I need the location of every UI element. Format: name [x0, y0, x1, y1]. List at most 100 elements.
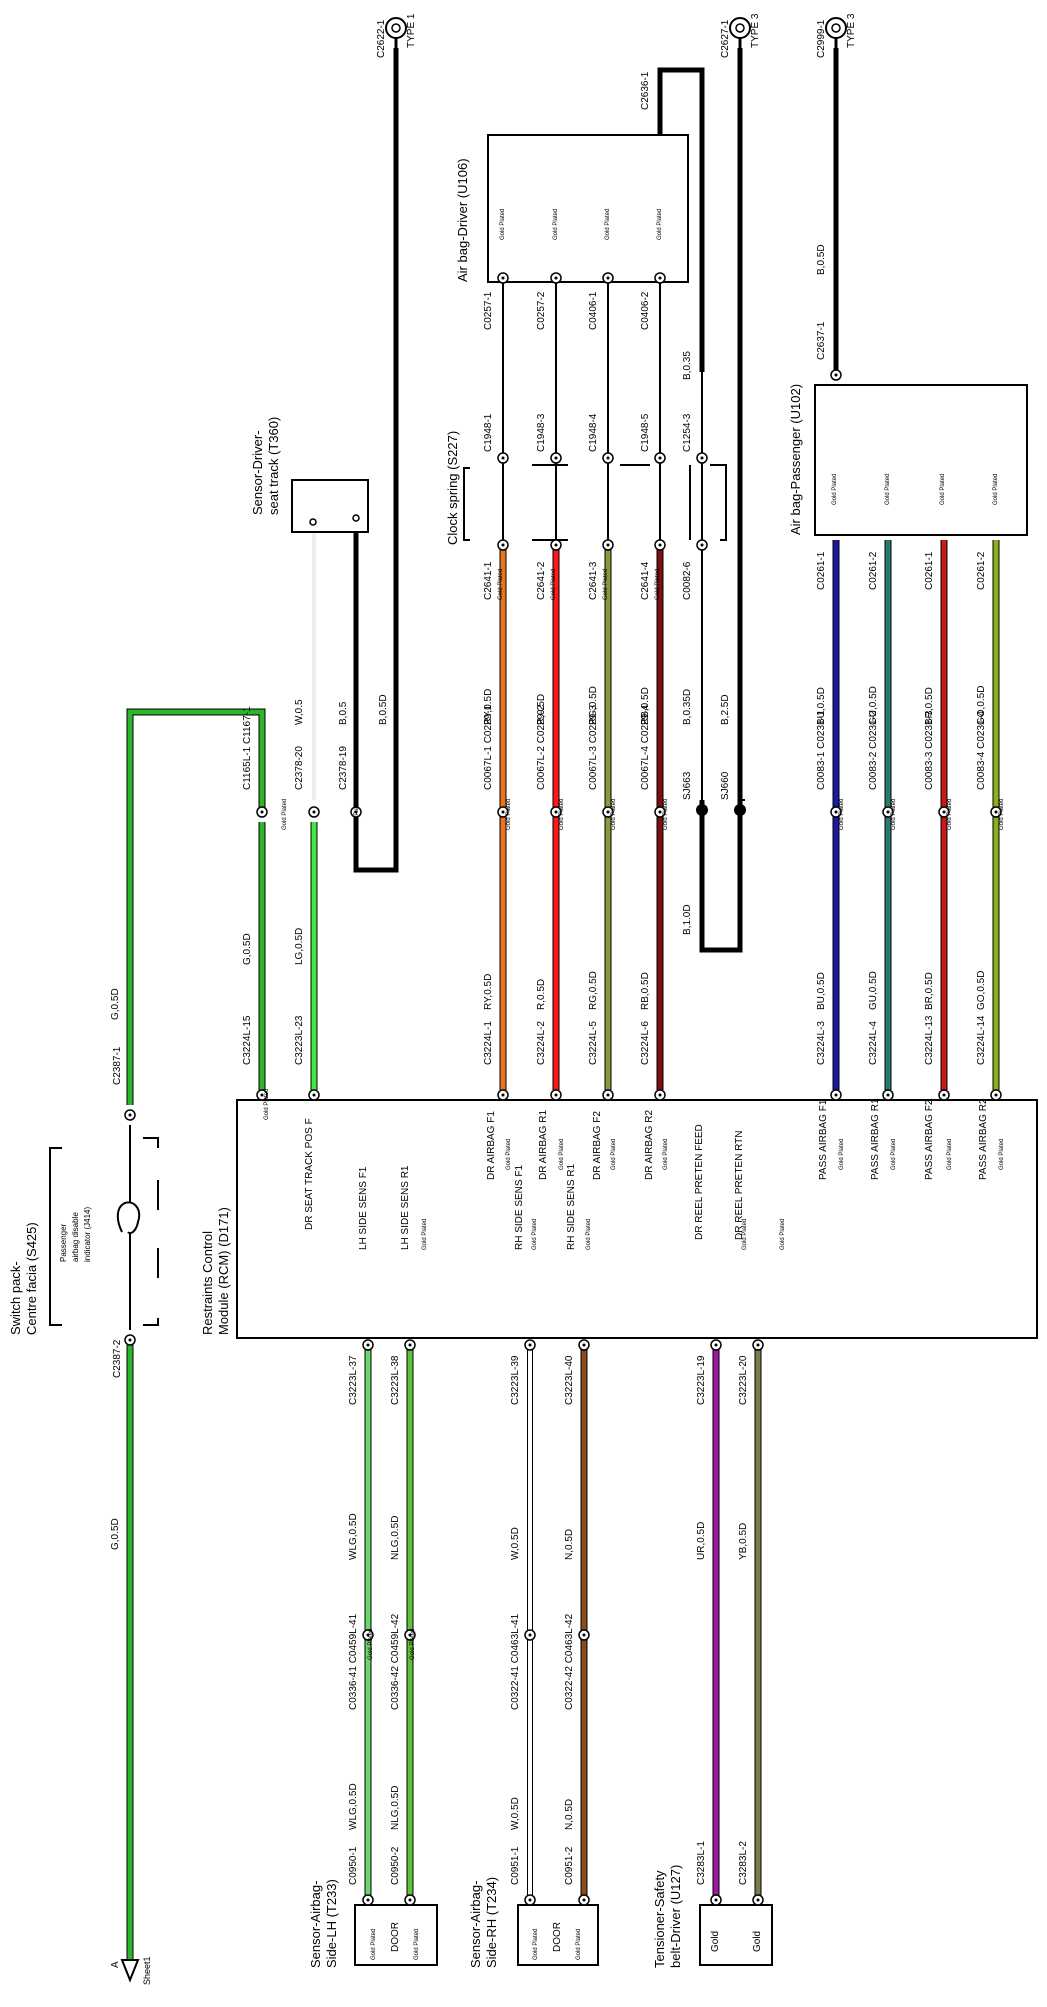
gold-plated-label: Gold Plated	[506, 1139, 512, 1170]
wire-seat-ground[interactable]	[353, 48, 399, 873]
wire-label: C0951-2	[564, 1846, 575, 1885]
gold-plated-label: Gold Plated	[940, 474, 946, 505]
gold-plated-label: Gold Plated	[611, 1139, 617, 1170]
splice-sj663-icon	[696, 804, 708, 816]
rcm-pin-label: LH SIDE SENS R1	[400, 1165, 411, 1250]
connector-pin-icon	[654, 272, 666, 284]
connector-pin-icon	[882, 1089, 894, 1101]
wire-label: C3224L-5	[588, 1021, 599, 1065]
wire-label: C0406-2	[640, 291, 651, 330]
wire-label: C2378-19	[338, 746, 349, 790]
gold-plated-label: Gold Plated	[999, 1139, 1005, 1170]
gold-plated-label: Gold Plated	[611, 799, 617, 830]
sheet-name: Sheet1	[142, 1956, 152, 1985]
wire-label: N,0.5D	[564, 1799, 575, 1830]
wire-label: C0067L-1 C0229-1	[483, 705, 494, 790]
connector-pin-icon	[602, 539, 614, 551]
connector-pin-icon	[550, 806, 562, 818]
wire-label: B,0.35D	[682, 689, 693, 725]
wire-label: C3224L-1	[483, 1021, 494, 1065]
wire-label: C3224L-4	[868, 1021, 879, 1065]
connector-pin-icon	[404, 1629, 416, 1641]
connector-pin-icon	[654, 452, 666, 464]
connector-pin-icon	[578, 1629, 590, 1641]
tensioner-gold-2: Gold	[752, 1931, 763, 1952]
gold-plated-label: Gold Plated	[993, 474, 999, 505]
wire-label: B,0.5D	[816, 244, 827, 275]
passenger-airbag-indicator-icon	[116, 1125, 141, 1330]
rcm-pin-label: DR REEL PRETEN RTN	[734, 1131, 745, 1240]
wire-label: W,0.5D	[510, 1527, 521, 1560]
rcm-pin-label: DR AIRBAG F1	[486, 1111, 497, 1180]
wire-label: TYPE 3	[846, 13, 857, 48]
airbag-passenger-name: Air bag-Passenger (U102)	[788, 384, 803, 535]
wire-label: C2387-2	[112, 1339, 123, 1378]
connector-pin-icon	[696, 452, 708, 464]
connector-pin-icon	[497, 806, 509, 818]
rcm-pin-label: RH SIDE SENS F1	[514, 1165, 525, 1250]
wire-label: C2641-1	[483, 561, 494, 600]
connector-pin-icon	[710, 1894, 722, 1906]
wire-label: B,0.5	[338, 701, 349, 725]
connector-pin-icon	[602, 806, 614, 818]
wire-label: C1948-5	[640, 413, 651, 452]
gold-plated-label: Gold Plated	[422, 1219, 428, 1250]
wire-label: C0336-42 C0459L-42	[390, 1613, 401, 1710]
wire-label: C0261-1	[816, 551, 827, 590]
connector-pin-icon	[602, 272, 614, 284]
gold-plated-label: Gold Plated	[559, 799, 565, 830]
wire-label: C0322-42 C0463L-42	[564, 1613, 575, 1710]
gold-plated-label: Gold Plated	[832, 474, 838, 505]
connector-pin-icon	[550, 539, 562, 551]
rcm-pin-label: PASS AIRBAG F1	[818, 1099, 829, 1180]
rcm-pin-label: DR AIRBAG R1	[538, 1110, 549, 1180]
airbag-passenger-box	[814, 384, 1028, 536]
indicator-label-2: airbag disable	[71, 1212, 80, 1262]
seat-terminal-b	[352, 514, 360, 522]
gold-plated-label: Gold Plated	[742, 1219, 748, 1250]
wire-label: C0261-2	[868, 551, 879, 590]
wire-label: C3224L-2	[536, 1021, 547, 1065]
wire-label: C3223L-37	[348, 1355, 359, 1405]
rcm-pin-label: PASS AIRBAG R1	[870, 1098, 881, 1180]
side-rh-name-1: Sensor-Airbag-	[468, 1881, 483, 1968]
wire-label: C0083-4 C0231-4	[976, 710, 987, 790]
wire-label: B,1.0D	[682, 904, 693, 935]
connector-pin-icon	[256, 806, 268, 818]
wire-label: GO,0.5D	[976, 686, 987, 725]
wire-switch-g[interactable]	[126, 708, 266, 1960]
wire-label: TYPE 1	[406, 13, 417, 48]
connector-pin-icon	[362, 1339, 374, 1351]
connector-pin-icon	[696, 539, 708, 551]
connector-pin-icon	[752, 1894, 764, 1906]
gold-plated-label: Gold Plated	[354, 799, 360, 830]
connector-pin-icon	[550, 452, 562, 464]
connector-pin-icon	[362, 1629, 374, 1641]
wire-label: RB,0.5D	[640, 687, 651, 725]
sheet-arrow-icon[interactable]	[120, 1959, 140, 1983]
ground-icon	[825, 17, 847, 48]
connector-pin-icon	[308, 806, 320, 818]
airbag-driver-name: Air bag-Driver (U106)	[455, 158, 470, 282]
connector-pin-icon	[124, 1334, 136, 1346]
wire-label: C1948-4	[588, 413, 599, 452]
wire-label: LG,0.5D	[294, 928, 305, 965]
wire-label: C2387-1	[112, 1046, 123, 1085]
wire-label: W,0.5D	[510, 1797, 521, 1830]
wire-label: C0083-1 C0231-1	[816, 710, 827, 790]
wire-label: GO,0.5D	[976, 971, 987, 1010]
wire-label: C3224L-6	[640, 1021, 651, 1065]
gold-plated-label: Gold Plated	[264, 1089, 270, 1120]
rcm-name-2: Module (RCM) (D171)	[216, 1207, 231, 1335]
wire-label: C3224L-14	[976, 1015, 987, 1065]
wire-label: RG,0.5D	[588, 686, 599, 725]
gold-plated-label: Gold Plated	[553, 209, 559, 240]
connector-pin-icon	[602, 1089, 614, 1101]
wire-label: WLG,0.5D	[348, 1513, 359, 1560]
splice-sj660-icon	[734, 804, 746, 816]
wire-label: RY,0.5D	[483, 689, 494, 725]
gold-plated-label: Gold Plated	[663, 799, 669, 830]
wire-label: G,0.5D	[110, 988, 121, 1020]
tensioner-name-2: belt-Driver (U127)	[668, 1865, 683, 1968]
connector-pin-icon	[752, 1339, 764, 1351]
